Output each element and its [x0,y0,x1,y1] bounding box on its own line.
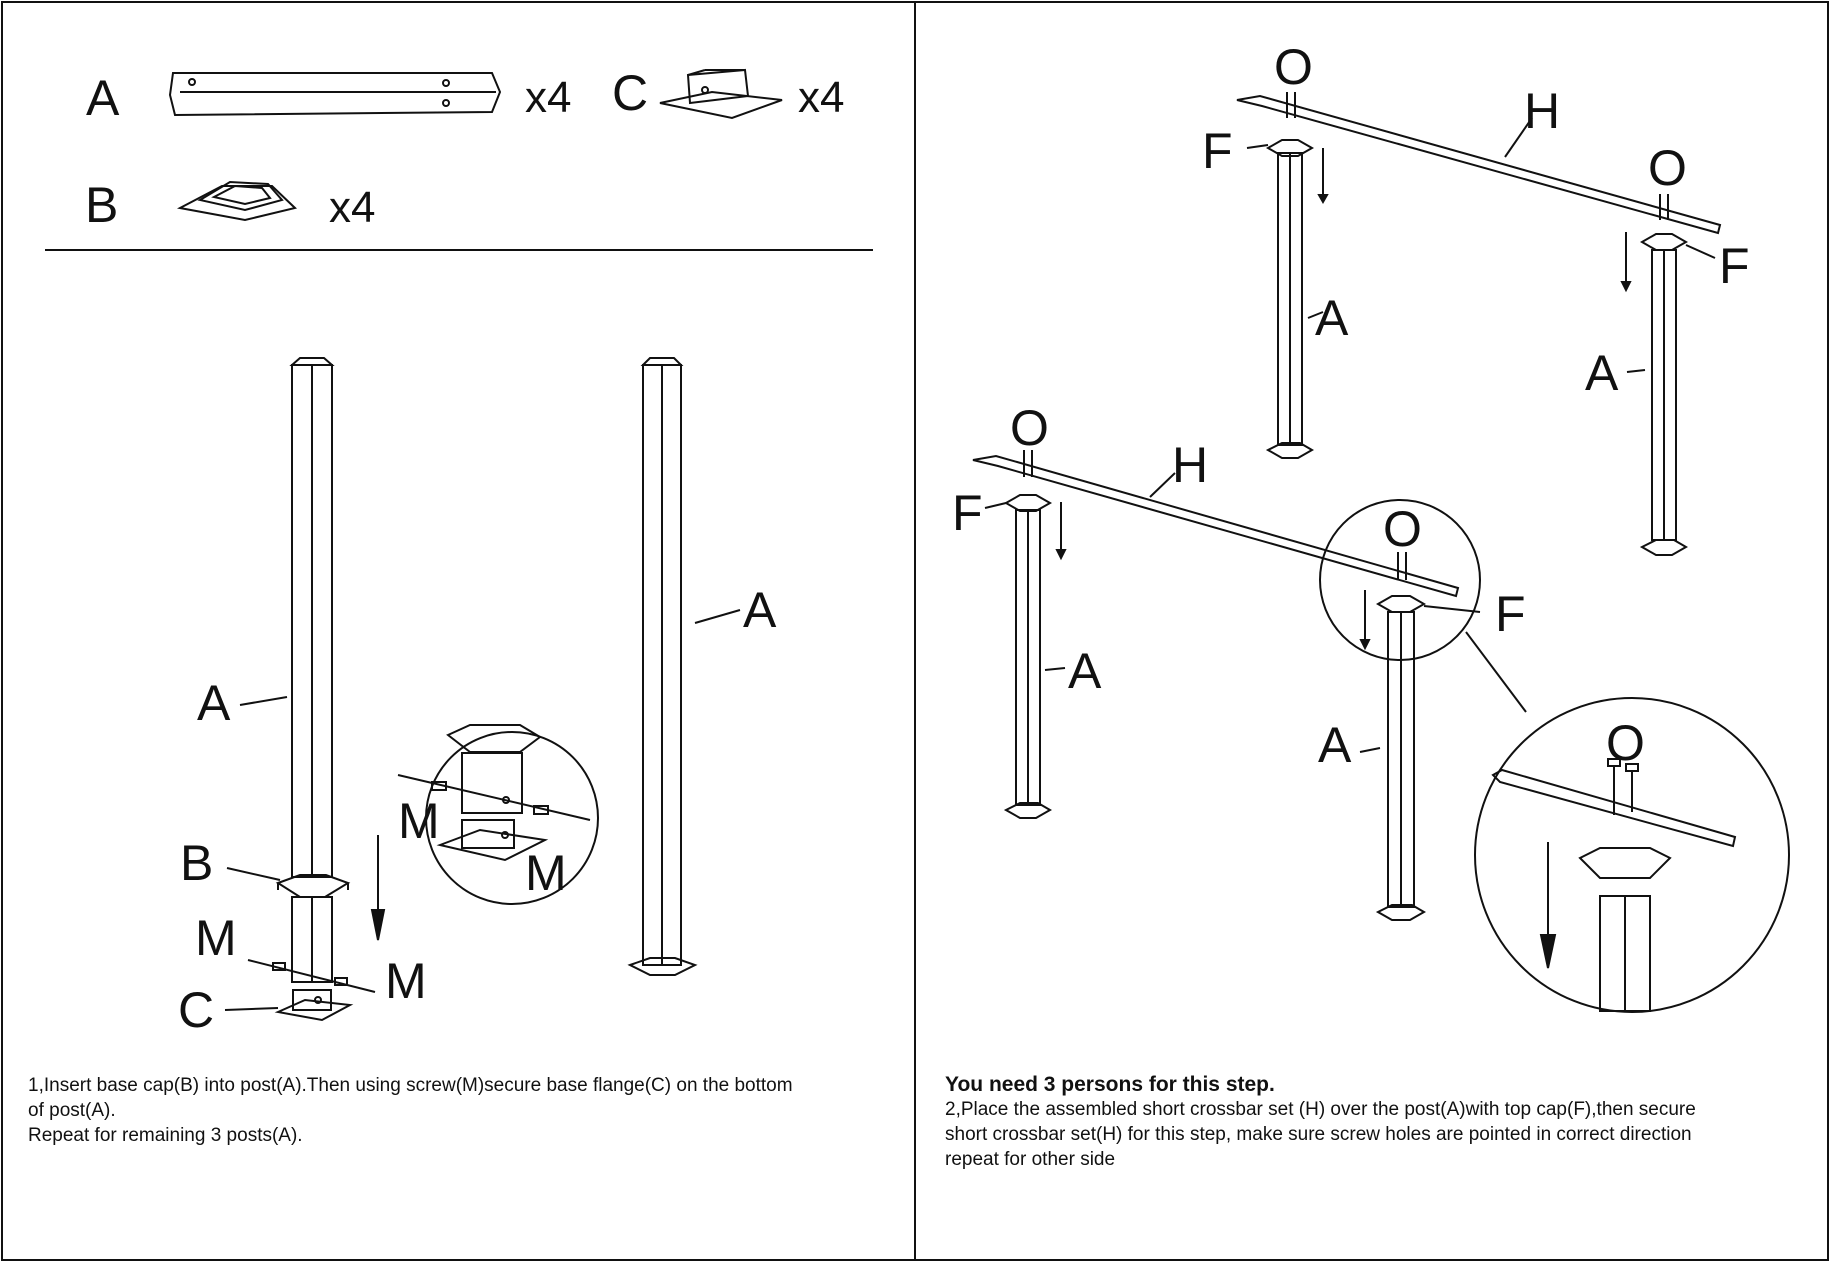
step2-label-screw-back-left: O [1274,39,1313,95]
part-a-post-icon [168,72,502,117]
step2-label-top-cap-front-right: F [1495,586,1526,642]
step1-label-screw-left: M [195,910,237,966]
part-c-quantity: x4 [798,73,844,122]
step2-label-post-back-left: A [1315,290,1349,346]
step2-label-screw-front-right: O [1383,501,1422,557]
step1-detail-label-screw-b: M [525,845,567,901]
step2-instructions: You need 3 persons for this step. 2,Plac… [945,1072,1815,1172]
part-b-quantity: x4 [329,183,375,232]
step1-drawing [224,357,741,1022]
step2-warning: You need 3 persons for this step. [945,1073,1275,1096]
part-a-letter: A [86,70,120,126]
part-b-letter: B [85,177,118,233]
step1-instruction-line3: Repeat for remaining 3 posts(A). [28,1125,303,1146]
step2-label-top-cap-back-left: F [1202,123,1233,179]
step2-label-screw-front-left: O [1010,400,1049,456]
step2-instruction-line2: short crossbar set(H) for this step, mak… [945,1124,1692,1145]
step1-label-base-cap: B [180,835,213,891]
step1-label-post-left: A [197,675,231,731]
step2-label-crossbar-front: H [1172,437,1208,493]
step2-label-screw-back-right: O [1648,140,1687,196]
step2-label-post-back-right: A [1585,345,1619,401]
step1-instruction-line2: of post(A). [28,1100,116,1121]
parts-list: A x4 C x4 B x4 [85,65,844,233]
step1-label-base-flange: C [178,982,214,1038]
step2-labels: O H O F F A A O H F O F A A O [952,39,1750,773]
step1-labels: A A B M M C M M [178,582,777,1038]
step1-label-post-right: A [743,582,777,638]
step2-label-post-front-left: A [1068,643,1102,699]
step2-label-top-cap-front-left: F [952,485,983,541]
step1-detail-label-screw-a: M [398,793,440,849]
step2-detail-label-screw: O [1606,715,1645,771]
step2-instruction-line1: 2,Place the assembled short crossbar set… [945,1099,1696,1120]
step2-label-top-cap-back-right: F [1719,238,1750,294]
step1-label-screw-right: M [385,953,427,1009]
step2-instruction-line3: repeat for other side [945,1149,1116,1170]
step2-label-post-front-right: A [1318,717,1352,773]
part-b-base-cap-icon [176,180,298,222]
part-c-flange-icon [659,68,783,120]
step1-instruction-line1: 1,Insert base cap(B) into post(A).Then u… [28,1075,793,1096]
step1-instructions: 1,Insert base cap(B) into post(A).Then u… [28,1073,898,1148]
step2-label-crossbar-back: H [1524,83,1560,139]
step2-drawing [972,92,1790,1013]
part-a-quantity: x4 [525,73,571,122]
part-c-letter: C [612,65,648,121]
